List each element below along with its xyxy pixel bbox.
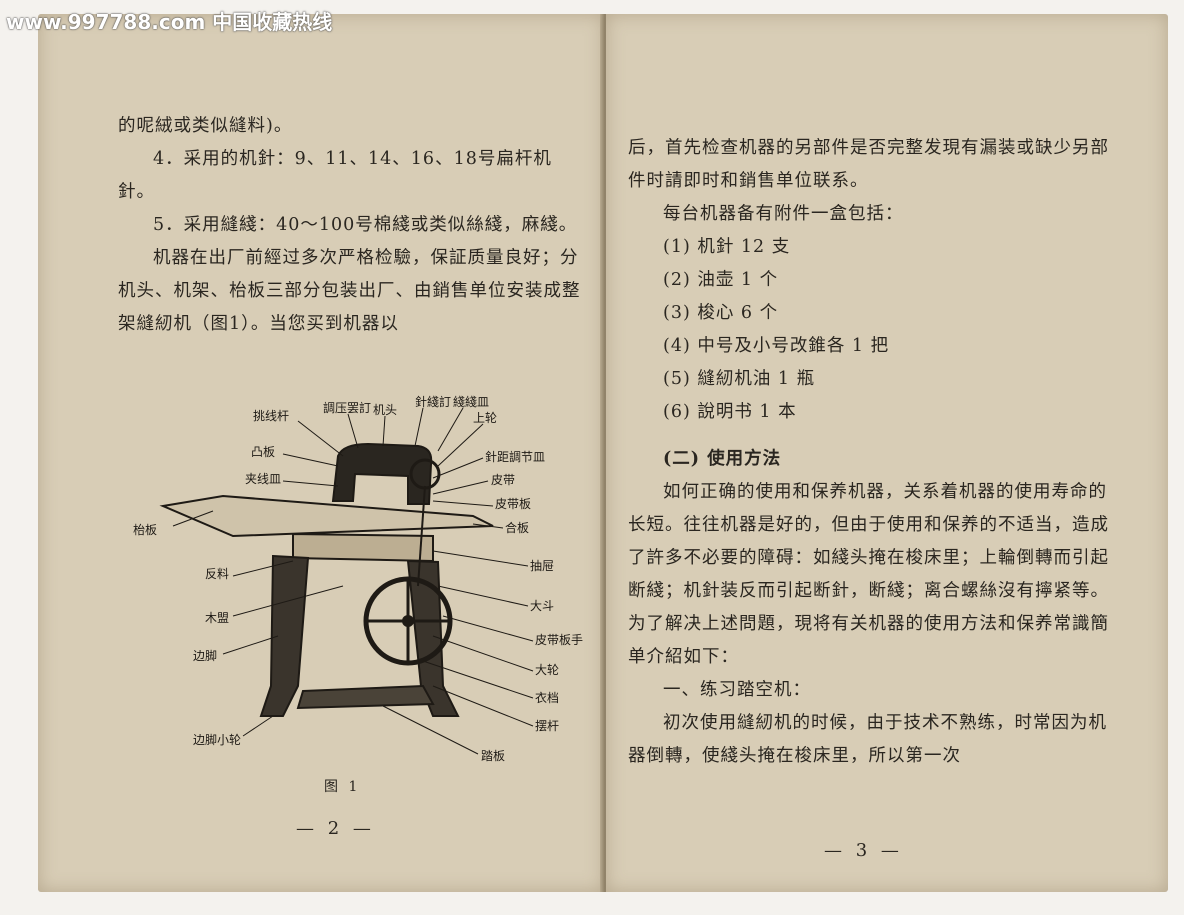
list-item: (3) 梭心 6 个 — [663, 303, 779, 323]
fig-label: 机头 — [373, 403, 397, 417]
fig-label: 踏板 — [481, 749, 505, 763]
fig-label: 上轮 — [473, 411, 497, 425]
fig-label: 大斗 — [530, 599, 554, 613]
fig-label: 夹线皿 — [245, 472, 281, 486]
fig-label: 凸板 — [251, 445, 275, 459]
fig-label: 綫綫皿 — [453, 395, 489, 409]
list-item: (5) 縫紉机油 1 瓶 — [663, 369, 816, 389]
paragraph: 的呢絨或类似縫料)。 — [118, 116, 293, 136]
list-item: (2) 油壶 1 个 — [663, 270, 779, 290]
right-page: 后，首先检查机器的另部件是否完整发現有漏装或缺少另部件时請即时和銷售单位联系。 … — [606, 14, 1168, 892]
paragraph: 后，首先检查机器的另部件是否完整发現有漏装或缺少另部件时請即时和銷售单位联系。 — [628, 138, 1109, 191]
watermark: www.997788.com 中国收藏热线 — [6, 10, 333, 34]
list-item: (1) 机針 12 支 — [663, 237, 791, 257]
fig-label: 衣档 — [535, 690, 559, 705]
paragraph: 每台机器备有附件一盒包括： — [663, 204, 904, 224]
fig-label: 边脚 — [193, 648, 217, 663]
left-page: 的呢絨或类似縫料)。 4．采用的机針：9、11、14、16、18号扁杆机針。 5… — [38, 14, 604, 892]
fig-label: 反料 — [205, 567, 229, 581]
sewing-machine-figure: 挑线杆 調压罢訂 机头 針綫訂 綫綫皿 上轮 凸板 針距調节皿 夹线皿 皮带 皮… — [133, 394, 583, 763]
fig-label: 針綫訂 — [415, 394, 451, 409]
fig-label: 枱板 — [133, 522, 157, 537]
section-heading: (二) 使用方法 — [663, 449, 782, 469]
right-text: 后，首先检查机器的另部件是否完整发現有漏装或缺少另部件时請即时和銷售单位联系。 … — [628, 132, 1118, 773]
paragraph: 一、练习踏空机： — [663, 680, 811, 700]
fig-label: 大轮 — [535, 663, 559, 677]
left-text: 的呢絨或类似縫料)。 4．采用的机針：9、11、14、16、18号扁杆机針。 5… — [118, 110, 588, 341]
fig-label: 針距調节皿 — [485, 449, 545, 464]
figure-caption: 图 1 — [324, 779, 361, 795]
page-number: — 2 — — [296, 818, 375, 839]
paragraph: 机器在出厂前經过多次严格检驗，保証质量良好；分机头、机架、枱板三部分包装出厂、由… — [118, 248, 581, 334]
fig-label: 挑线杆 — [253, 409, 289, 423]
paragraph: 如何正确的使用和保养机器，关系着机器的使用寿命的长短。往往机器是好的，但由于使用… — [628, 482, 1109, 667]
fig-label: 摆杆 — [535, 719, 559, 733]
page-number: — 3 — — [824, 840, 903, 861]
fig-label: 皮带 — [491, 473, 515, 487]
fig-label: 抽屉 — [530, 559, 554, 573]
fig-label: 調压罢訂 — [323, 400, 371, 415]
fig-label: 皮带板 — [495, 497, 531, 511]
book-spine — [600, 14, 610, 892]
list-item: (6) 說明书 1 本 — [663, 402, 797, 422]
fig-label: 合板 — [505, 520, 529, 535]
fig-label: 边脚小轮 — [193, 732, 241, 747]
fig-label: 皮带板手 — [535, 633, 583, 647]
fig-label: 木盟 — [205, 611, 229, 625]
list-item: (4) 中号及小号改錐各 1 把 — [663, 336, 890, 356]
paragraph: 4．采用的机針：9、11、14、16、18号扁杆机針。 — [118, 149, 552, 202]
paragraph: 5．采用縫綫：40～100号棉綫或类似絲綫，麻綫。 — [153, 215, 578, 235]
paragraph: 初次使用縫紉机的时候，由于技术不熟练，时常因为机器倒轉，使綫头掩在梭床里，所以第… — [628, 713, 1107, 766]
